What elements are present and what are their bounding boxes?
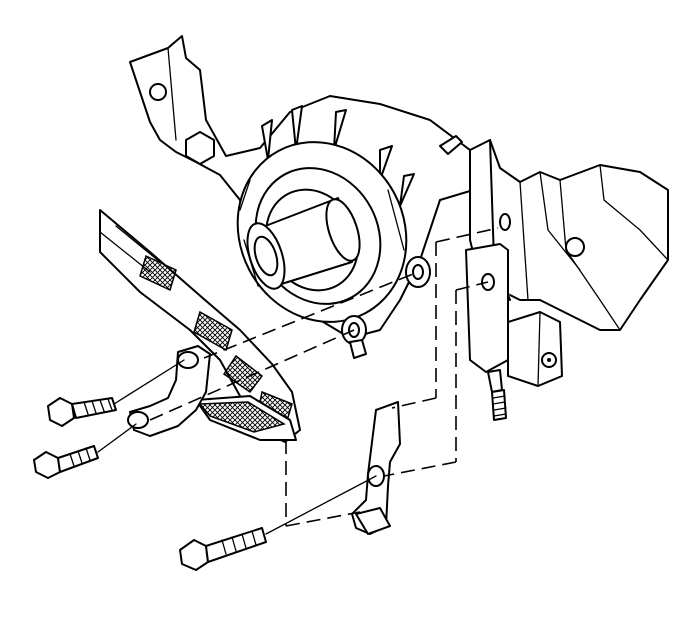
bolt-upper bbox=[47, 397, 117, 427]
dowel bbox=[439, 135, 463, 155]
block-hole bbox=[565, 237, 585, 257]
flange-hole bbox=[149, 83, 167, 101]
alignment-lines bbox=[97, 227, 499, 535]
lower-bracket bbox=[351, 401, 401, 535]
water-pump-pulley bbox=[236, 105, 431, 359]
block-bore-upper bbox=[499, 213, 511, 231]
flange-bolt-head bbox=[185, 131, 215, 165]
bolt-middle bbox=[33, 445, 99, 479]
bolt-lower bbox=[179, 527, 267, 571]
wiring-harness bbox=[99, 209, 301, 443]
harness-bracket bbox=[127, 345, 211, 437]
stud bbox=[465, 243, 563, 421]
engine-block bbox=[129, 35, 669, 339]
